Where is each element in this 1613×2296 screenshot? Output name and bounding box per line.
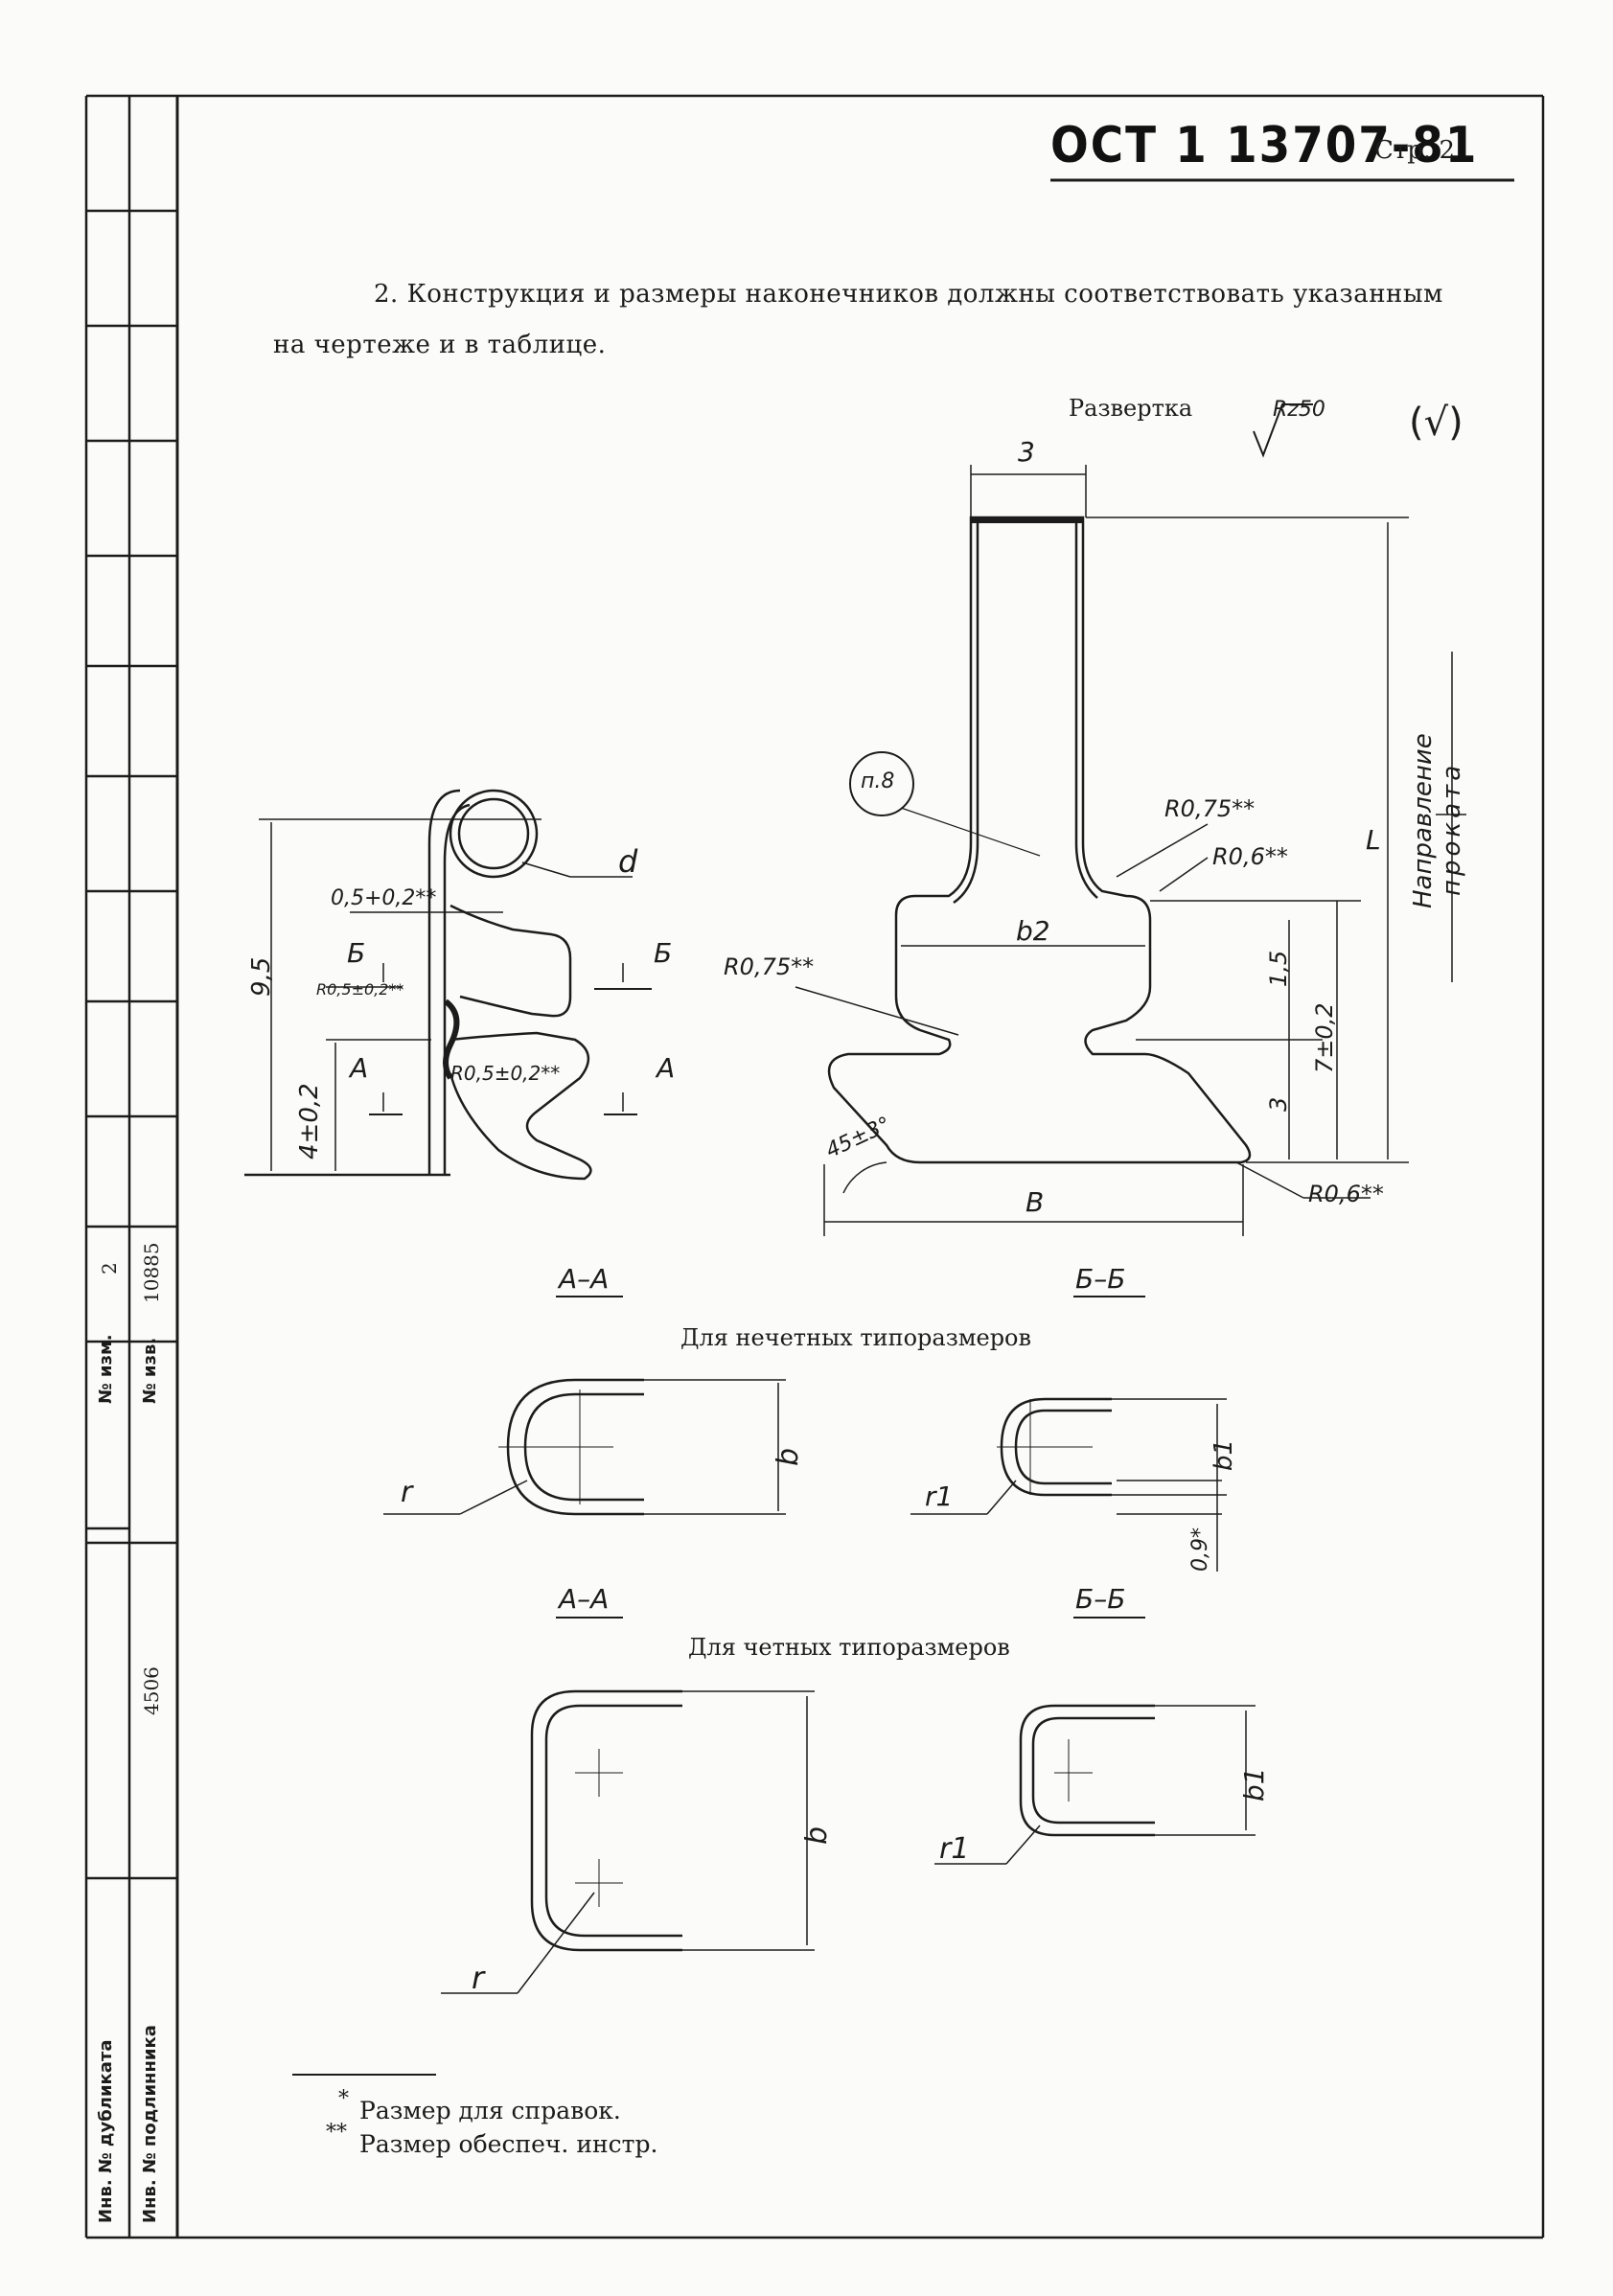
section-mark-a-right: А <box>657 1052 676 1084</box>
dim-r075-upper: R0,75** <box>1164 795 1256 822</box>
dim-b-even: b <box>800 1825 834 1845</box>
section-mark-a-left: А <box>350 1052 369 1084</box>
dim-b2: b2 <box>1016 915 1050 947</box>
dim-L: L <box>1366 824 1381 856</box>
section-bb-odd: Б–Б <box>1075 1263 1126 1295</box>
section-mark-b-left: Б <box>347 937 366 969</box>
caption-odd-sizes: Для нечетных типоразмеров <box>680 1324 1032 1351</box>
footnote-2-mark: ** <box>326 2121 347 2145</box>
sidebar-izm-value: 2 <box>98 1262 121 1274</box>
roughness-symbol: Rz50 <box>1273 398 1325 422</box>
sidebar-dubl-label: Инв. № дубликата <box>96 2039 116 2224</box>
dim-d: d <box>618 843 638 880</box>
footnote-1-mark: * <box>338 2087 349 2111</box>
paragraph-line-2: на чертеже и в таблице. <box>273 331 607 359</box>
dim-r1-odd: r1 <box>925 1481 954 1512</box>
dim-r06-lower: R0,6** <box>1308 1181 1384 1207</box>
dim-r06-upper: R0,6** <box>1212 843 1288 870</box>
section-aa-even: А–А <box>559 1583 610 1615</box>
dim-b1-even: b1 <box>1238 1767 1270 1802</box>
sidebar-izv-label: № изв. <box>140 1337 160 1404</box>
rolling-direction-2: проката <box>1438 761 1466 896</box>
standard-code: ОСТ 1 13707-81 <box>1050 117 1479 174</box>
sidebar-podl-value: 4506 <box>140 1666 163 1715</box>
dim-0-9: 0,9* <box>1188 1527 1212 1572</box>
dim-7: 7±0,2 <box>1311 1002 1338 1073</box>
dim-b-odd: b <box>772 1447 805 1466</box>
note-p8: п.8 <box>861 769 895 793</box>
dim-width-3: 3 <box>1018 436 1035 468</box>
caption-even-sizes: Для четных типоразмеров <box>688 1634 1010 1661</box>
dim-b1-odd: b1 <box>1210 1438 1238 1471</box>
section-aa-odd: А–А <box>559 1263 610 1295</box>
roughness-general: (√) <box>1409 401 1463 445</box>
dim-r05-upper: R0,5±0,2** <box>316 980 404 999</box>
dim-r-odd: r <box>401 1476 413 1509</box>
dim-r075-lower: R0,75** <box>724 953 815 980</box>
section-mark-b-right: Б <box>654 937 673 969</box>
dim-3-vertical: 3 <box>1265 1096 1292 1112</box>
sidebar-izv-value: 10885 <box>140 1242 163 1303</box>
unfold-title: Развертка <box>1069 395 1193 422</box>
dim-r-even: r <box>472 1960 485 1996</box>
rolling-direction-1: Направление <box>1409 733 1438 908</box>
dim-B: B <box>1025 1186 1045 1218</box>
dim-r1-even: r1 <box>939 1832 970 1866</box>
dim-4: 4±0,2 <box>295 1083 324 1159</box>
footnote-1-text: Размер для справок. <box>359 2097 621 2124</box>
dim-0-5: 0,5+0,2** <box>331 886 437 910</box>
sidebar-podl-label: Инв. № подлинника <box>140 2025 160 2223</box>
section-bb-even: Б–Б <box>1075 1583 1126 1615</box>
dim-9-5: 9,5 <box>247 956 276 997</box>
footnote-2-text: Размер обеспеч. инстр. <box>359 2130 658 2158</box>
dim-1-5: 1,5 <box>1265 950 1292 987</box>
sidebar-izm-label: № изм. <box>96 1334 116 1404</box>
page-number: Стр. 2 <box>1374 136 1455 165</box>
paragraph-line-1: 2. Конструкция и размеры наконечников до… <box>374 280 1443 309</box>
dim-r05-lower: R0,5±0,2** <box>450 1062 561 1085</box>
